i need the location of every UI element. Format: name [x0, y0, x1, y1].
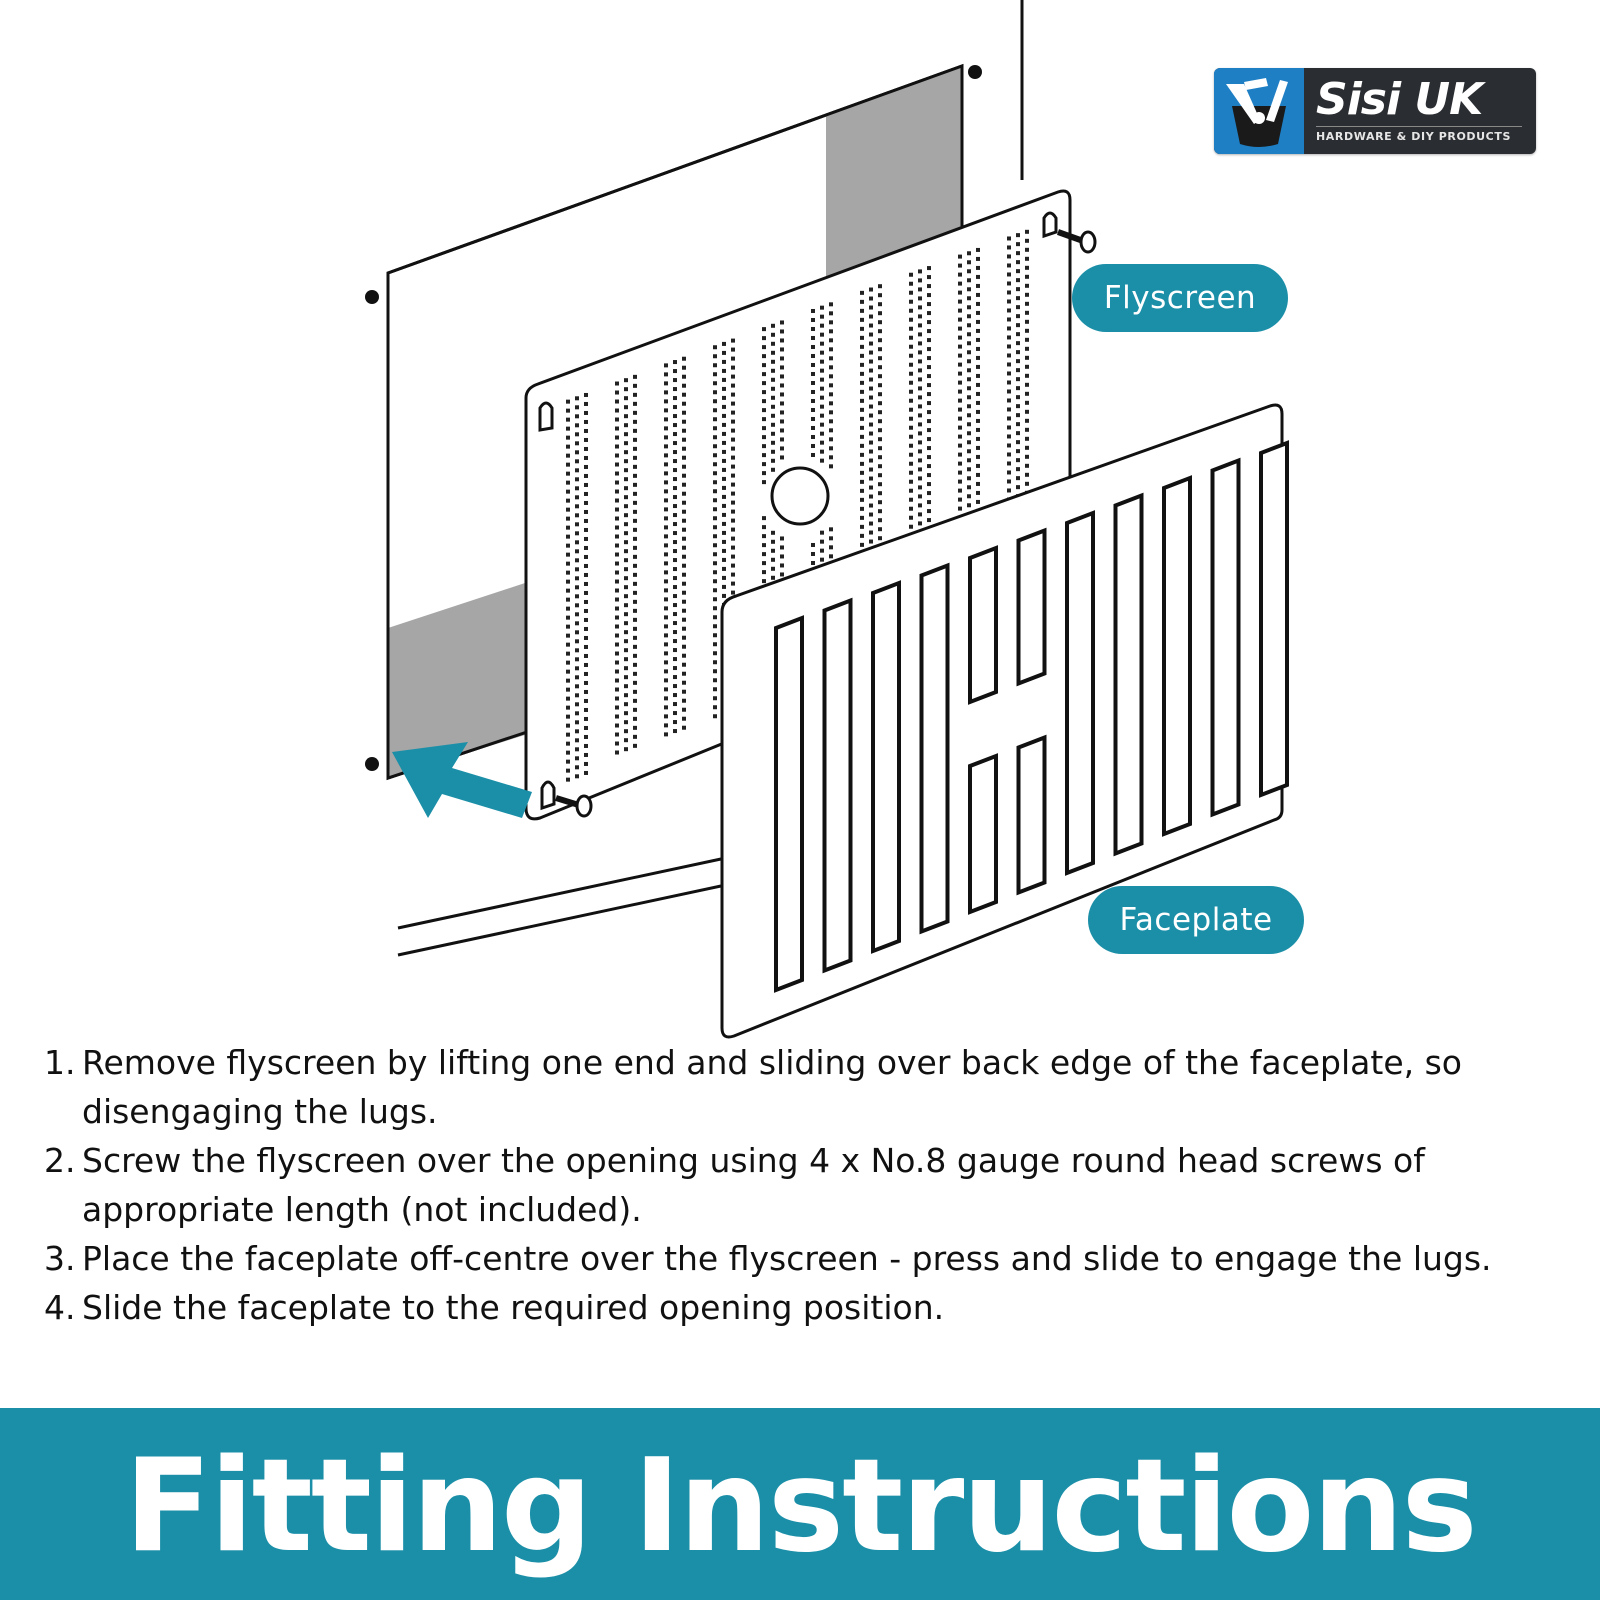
step-text: Remove flyscreen by lifting one end and …	[82, 1043, 1462, 1131]
lug-left-top	[538, 401, 554, 432]
fitting-diagram	[365, 0, 1289, 1039]
instruction-steps: 1.Remove flyscreen by lifting one end an…	[44, 1038, 1584, 1332]
step-number: 2.	[44, 1141, 76, 1180]
tools-bucket-icon	[1214, 68, 1304, 154]
screw-top	[1056, 229, 1097, 254]
banner-title: Fitting Instructions	[124, 1431, 1477, 1581]
instruction-step: 4.Slide the faceplate to the required op…	[44, 1283, 1584, 1332]
faceplate-slots	[774, 440, 1289, 993]
step-number: 4.	[44, 1288, 76, 1327]
brand-tagline: HARDWARE & DIY PRODUCTS	[1316, 126, 1522, 143]
direction-arrow	[392, 742, 532, 818]
lug-bottom	[540, 780, 556, 811]
lug-top	[1042, 211, 1058, 239]
flyscreen-callout: Flyscreen	[1072, 264, 1288, 332]
step-number: 1.	[44, 1043, 76, 1082]
brand-name: Sisi UK	[1316, 74, 1483, 125]
step-number: 3.	[44, 1239, 76, 1278]
screw-hole-top-right	[968, 65, 982, 79]
faceplate	[720, 403, 1289, 1039]
screw-hole-top-left	[365, 290, 379, 304]
flyscreen-centre-hole	[770, 466, 830, 526]
flyscreen-label: Flyscreen	[1103, 280, 1257, 316]
screw-hole-bottom-left	[365, 757, 379, 771]
screw-bottom	[555, 794, 593, 818]
title-banner: Fitting Instructions	[0, 1408, 1600, 1600]
brand-logo: Sisi UK HARDWARE & DIY PRODUCTS	[1214, 68, 1536, 154]
faceplate-callout: Faceplate	[1088, 886, 1304, 954]
wall-floor-line-lower	[397, 881, 736, 957]
instruction-step: 1.Remove flyscreen by lifting one end an…	[44, 1038, 1584, 1136]
wall-floor-line-upper	[397, 854, 736, 930]
instruction-step: 3.Place the faceplate off-centre over th…	[44, 1234, 1584, 1283]
step-text: Slide the faceplate to the required open…	[82, 1288, 945, 1327]
instruction-step: 2.Screw the flyscreen over the opening u…	[44, 1136, 1584, 1234]
faceplate-label: Faceplate	[1119, 902, 1273, 938]
step-text: Place the faceplate off-centre over the …	[82, 1239, 1492, 1278]
step-text: Screw the flyscreen over the opening usi…	[82, 1141, 1425, 1229]
